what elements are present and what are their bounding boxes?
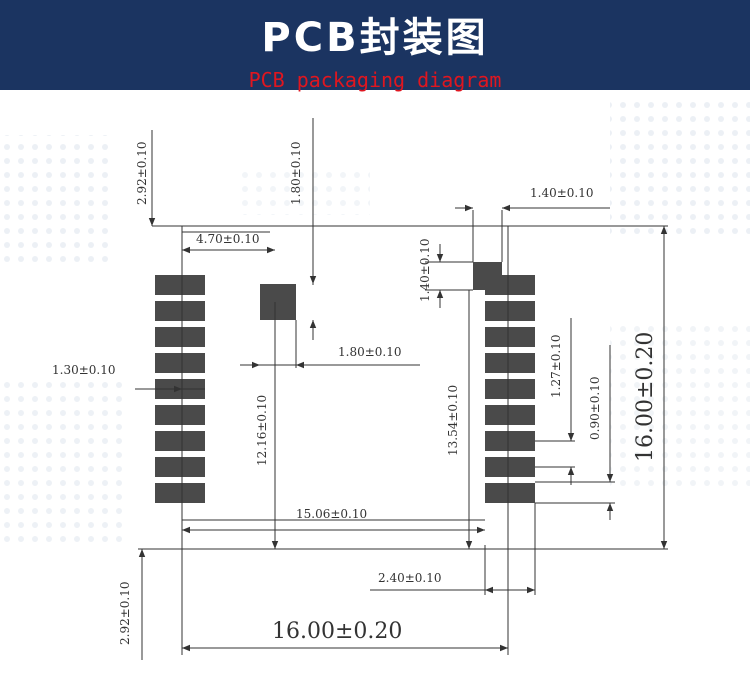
center-square-pad	[260, 284, 296, 320]
right-pad	[485, 483, 535, 503]
right-pad	[485, 353, 535, 373]
dim-overall-width: 16.00±0.20	[272, 619, 402, 644]
dim-pad-to-square: 4.70±0.10	[196, 232, 260, 246]
page-title: PCB封装图	[261, 15, 489, 61]
left-pad-column	[155, 275, 205, 503]
dim-square-to-bottom: 12.16±0.10	[255, 395, 269, 466]
dim-pad-gap: 0.90±0.10	[588, 377, 602, 441]
dim-bottom-margin-left: 2.92±0.10	[118, 582, 132, 646]
dim-top-margin-left: 2.92±0.10	[135, 142, 149, 206]
dim-top-square: 1.80±0.10	[289, 142, 303, 206]
left-pad	[155, 327, 205, 347]
left-pad	[155, 457, 205, 477]
left-pad	[155, 431, 205, 451]
right-pad	[485, 405, 535, 425]
header-banner	[0, 0, 750, 90]
right-pad-column	[485, 275, 535, 503]
dim-overall-height: 16.00±0.20	[633, 332, 658, 462]
right-pad	[485, 327, 535, 347]
dim-right-notch-width: 1.40±0.10	[530, 186, 594, 200]
dim-square-width: 1.80±0.10	[338, 345, 402, 359]
dim-right-to-bottom: 13.54±0.10	[446, 385, 460, 456]
left-pad	[155, 405, 205, 425]
left-pad	[155, 483, 205, 503]
dim-pad-pitch: 1.27±0.10	[549, 335, 563, 399]
left-pad	[155, 353, 205, 373]
left-pad	[155, 301, 205, 321]
background-dot-pattern	[0, 95, 750, 545]
dim-right-pad-length: 2.40±0.10	[378, 571, 442, 585]
page-subtitle: PCB packaging diagram	[248, 68, 502, 92]
left-pad	[155, 275, 205, 295]
dimension-arrows	[138, 130, 668, 660]
right-pad	[485, 301, 535, 321]
right-pad	[485, 431, 535, 451]
dim-left-to-right-pads: 15.06±0.10	[296, 507, 367, 521]
right-pad	[485, 457, 535, 477]
right-pad	[485, 379, 535, 399]
right-notch-pad	[473, 262, 502, 290]
dim-pad-height: 1.30±0.10	[52, 363, 116, 377]
dim-right-notch-height: 1.40±0.10	[418, 239, 432, 303]
